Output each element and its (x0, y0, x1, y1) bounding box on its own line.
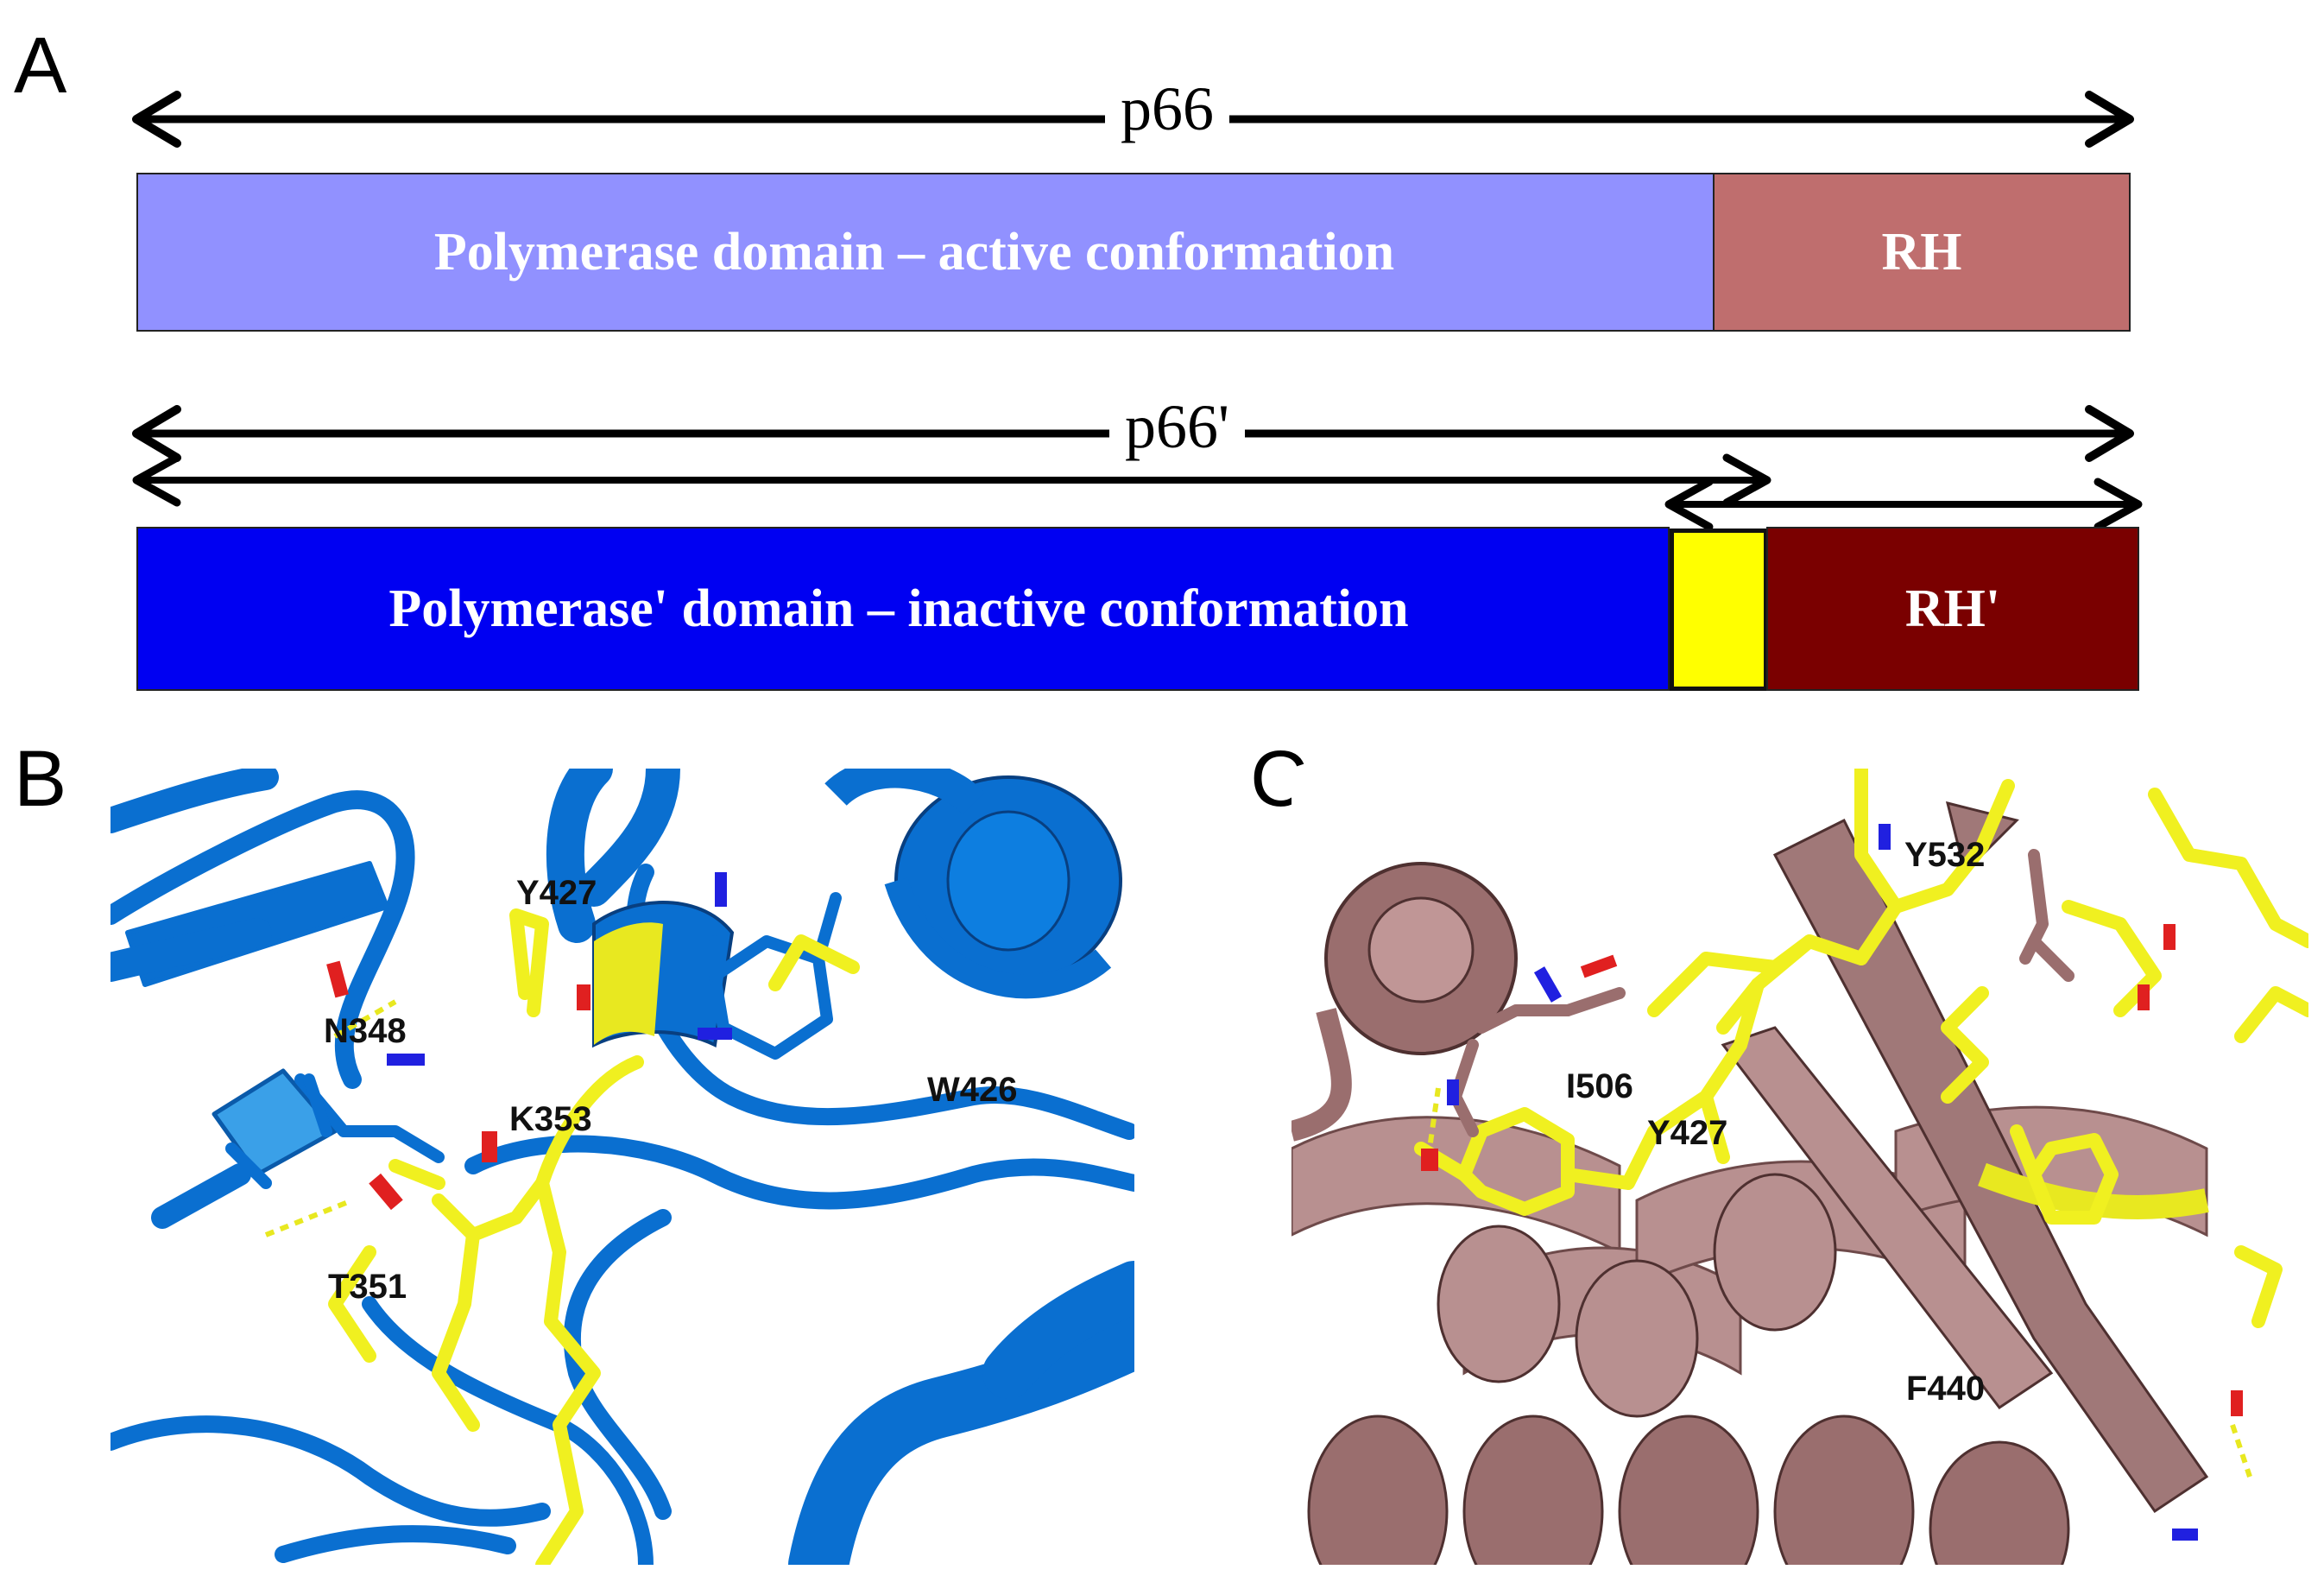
linker-region (1670, 529, 1768, 691)
panel-c-structure-image (1291, 769, 2308, 1565)
p66-prime-label: p66' (1109, 396, 1245, 458)
polymerase-active-domain-label: Polymerase domain – active conformation (433, 222, 1395, 282)
panel-b-residue-label: T351 (328, 1268, 407, 1306)
panel-b-letter: B (14, 735, 67, 823)
panel-b-molecular-render (111, 769, 1134, 1565)
p66-label: p66 (1105, 78, 1229, 140)
panel-b-residue-label: N348 (324, 1012, 407, 1050)
rh-active-domain: RH (1713, 173, 2131, 332)
rh-inactive-domain-label: RH' (1904, 579, 2001, 638)
panel-b-residue-label: W426 (927, 1071, 1018, 1109)
rh-inactive-domain: RH' (1766, 527, 2139, 691)
panel-b-structure-image (111, 769, 1134, 1565)
panel-c-residue-label: Y427 (1647, 1114, 1728, 1152)
panel-c-molecular-render (1291, 769, 2308, 1565)
panel-b-residue-label: K353 (509, 1100, 592, 1138)
panel-c-residue-label: Y532 (1904, 836, 1986, 874)
polymerase-inactive-domain: Polymerase' domain – inactive conformati… (136, 527, 1670, 691)
polymerase-inactive-domain-label: Polymerase' domain – inactive conformati… (388, 579, 1409, 638)
polymerase-active-domain: Polymerase domain – active conformation (136, 173, 1715, 332)
panel-c-residue-label: F440 (1906, 1370, 1986, 1408)
panel-b-residue-label: Y427 (516, 874, 597, 912)
panel-c-residue-label: I506 (1566, 1067, 1633, 1105)
rh-active-domain-label: RH (1881, 222, 1962, 282)
panel-a-letter: A (14, 22, 67, 110)
